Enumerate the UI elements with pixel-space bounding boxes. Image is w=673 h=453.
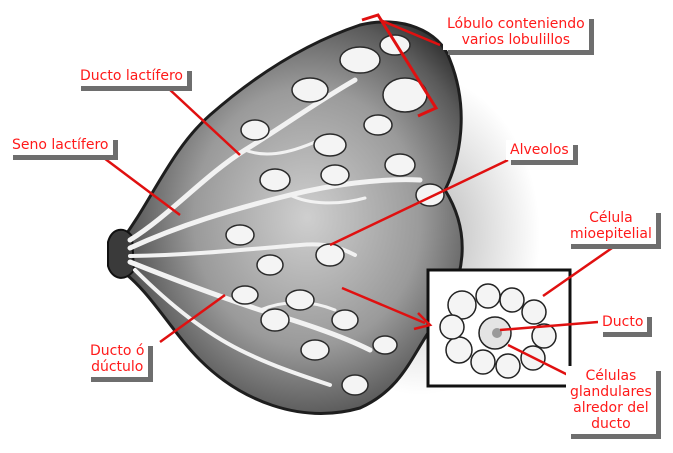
label-ducto-lactifero-text: Ducto lactífero [80,68,183,84]
label-celulas-glandulares-line-1: Células [570,368,652,384]
label-celulas-glandulares-line-4: ducto [570,416,652,432]
nipple [108,230,134,278]
label-seno-lactifero-text: Seno lactífero [12,137,109,153]
label-celulas-glandulares-line-2: glandulares [570,384,652,400]
label-alveolos: Alveolos [506,140,573,160]
label-ducto-ductulo: Ducto ó dúctulo [86,341,148,377]
label-celula-mioepitelial: Célula mioepitelial [566,208,656,244]
label-celulas-glandulares-line-3: alredor del [570,400,652,416]
label-ducto-lactifero: Ducto lactífero [76,66,187,86]
label-ducto-ductulo-line-1: Ducto ó [90,343,144,359]
label-ducto-ductulo-line-2: dúctulo [90,359,144,375]
label-alveolos-text: Alveolos [510,142,569,158]
label-lobulo: Lóbulo conteniendo varios lobulillos [443,14,589,50]
label-lobulo-line-1: Lóbulo conteniendo [447,16,585,32]
label-lobulo-line-2: varios lobulillos [447,32,585,48]
label-seno-lactifero: Seno lactífero [8,135,113,155]
label-celulas-glandulares: Células glandulares alredor del ducto [566,366,656,434]
label-ducto: Ducto [598,312,647,332]
label-ducto-text: Ducto [602,314,643,330]
label-celula-mioepitelial-line-2: mioepitelial [570,226,652,242]
label-celula-mioepitelial-line-1: Célula [570,210,652,226]
